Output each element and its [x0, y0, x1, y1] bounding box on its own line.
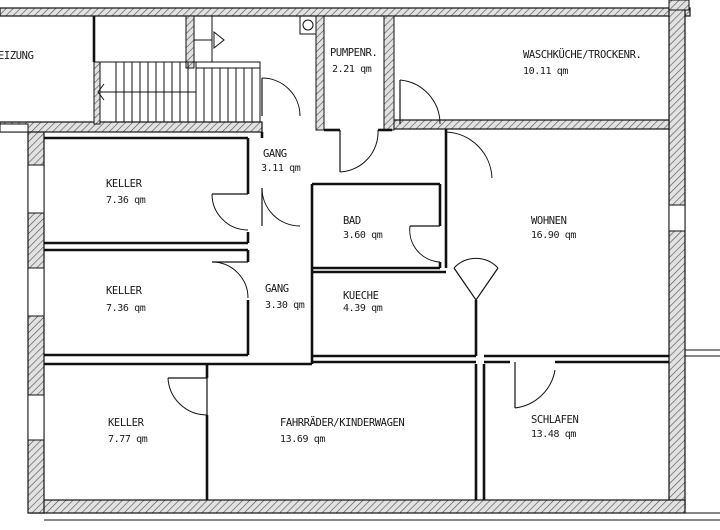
room-labels: EIZUNG PUMPENR. 2.21 qm WASCHKÜCHE/TROCK… [0, 47, 642, 445]
room-area-waschkueche: 10.11 qm [523, 66, 568, 77]
room-name-pumpenraum: PUMPENR. [330, 47, 377, 59]
room-name-fahrraeder: FAHRRÄDER/KINDERWAGEN [280, 416, 404, 429]
room-name-heizung: EIZUNG [0, 50, 34, 62]
inner-walls [44, 16, 669, 500]
room-area-keller-1: 7.36 qm [106, 195, 146, 206]
room-name-keller-1: KELLER [106, 178, 143, 190]
windows [0, 123, 720, 521]
room-area-gang-lower: 3.30 qm [265, 300, 305, 311]
room-name-keller-2: KELLER [106, 285, 143, 297]
outer-walls [0, 0, 691, 514]
room-name-bad: BAD [343, 215, 361, 227]
room-name-schlafen: SCHLAFEN [531, 414, 578, 426]
room-area-kueche: 4.39 qm [343, 303, 383, 314]
room-name-kueche: KUECHE [343, 290, 379, 302]
room-name-gang-lower: GANG [265, 283, 289, 295]
room-name-waschkueche: WASCHKÜCHE/TROCKENR. [523, 48, 641, 61]
room-area-keller-3: 7.77 qm [108, 434, 148, 445]
room-area-gang-upper: 3.11 qm [261, 163, 301, 174]
staircase [97, 16, 261, 123]
room-area-keller-2: 7.36 qm [106, 303, 146, 314]
doors [167, 77, 556, 416]
room-name-gang-upper: GANG [263, 148, 287, 160]
room-area-bad: 3.60 qm [343, 230, 383, 241]
room-area-wohnen: 16.90 qm [531, 230, 576, 241]
room-area-fahrraeder: 13.69 qm [280, 434, 325, 445]
room-name-keller-3: KELLER [108, 417, 145, 429]
pump-unit [299, 15, 317, 35]
room-area-schlafen: 13.48 qm [531, 429, 576, 440]
room-name-wohnen: WOHNEN [531, 215, 567, 227]
room-area-pumpenraum: 2.21 qm [332, 64, 372, 75]
